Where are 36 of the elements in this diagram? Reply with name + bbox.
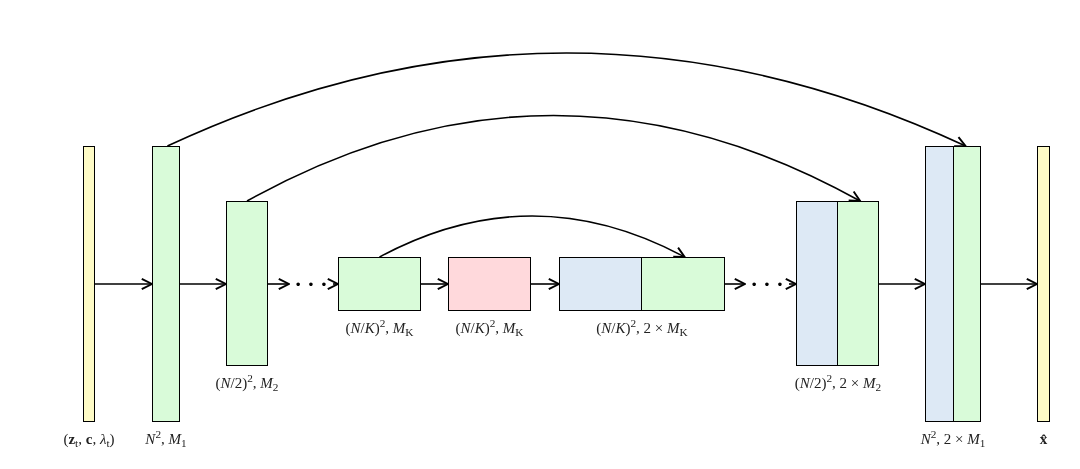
dimension-label: N$^{2}$, 2 × M$_{1}$ [920, 428, 986, 451]
arrow [530, 277, 560, 291]
feature-block [338, 257, 421, 311]
arrow [179, 277, 227, 291]
ellipsis-dots: · · · [745, 274, 789, 294]
feature-block [796, 201, 838, 366]
feature-block [83, 146, 95, 422]
arrow [724, 277, 746, 291]
arrow [94, 277, 153, 291]
dimension-label: (N/K)$^{2}$, M$_{K}$ [455, 317, 524, 340]
dimension-label: (N/2)$^{2}$, 2 × M$_{2}$ [794, 372, 882, 395]
feature-block [1037, 146, 1050, 422]
feature-block [152, 146, 180, 422]
arrow [980, 277, 1038, 291]
feature-block [641, 257, 725, 311]
feature-block [448, 257, 531, 311]
arrow [878, 277, 926, 291]
arrow [326, 277, 339, 291]
arrow [378, 215, 686, 259]
arrow [420, 277, 449, 291]
feature-block [837, 201, 879, 366]
feature-block [559, 257, 642, 311]
arrow [784, 277, 797, 291]
dimension-label: (N/K)$^{2}$, M$_{K}$ [345, 317, 414, 340]
arrow [246, 114, 862, 202]
arrow [166, 52, 967, 148]
dimension-label: (N/K)$^{2}$, 2 × M$_{K}$ [596, 317, 688, 340]
feature-block [953, 146, 981, 422]
dimension-label: N$^{2}$, M$_{1}$ [145, 428, 187, 451]
dimension-label: (z$_{t}$, c, λ$_{t}$) [63, 430, 115, 451]
feature-block [925, 146, 954, 422]
dimension-label: x̂ [1039, 430, 1048, 449]
arrow [267, 277, 290, 291]
ellipsis-dots: · · · [289, 274, 333, 294]
feature-block [226, 201, 268, 366]
dimension-label: (N/2)$^{2}$, M$_{2}$ [215, 372, 279, 395]
